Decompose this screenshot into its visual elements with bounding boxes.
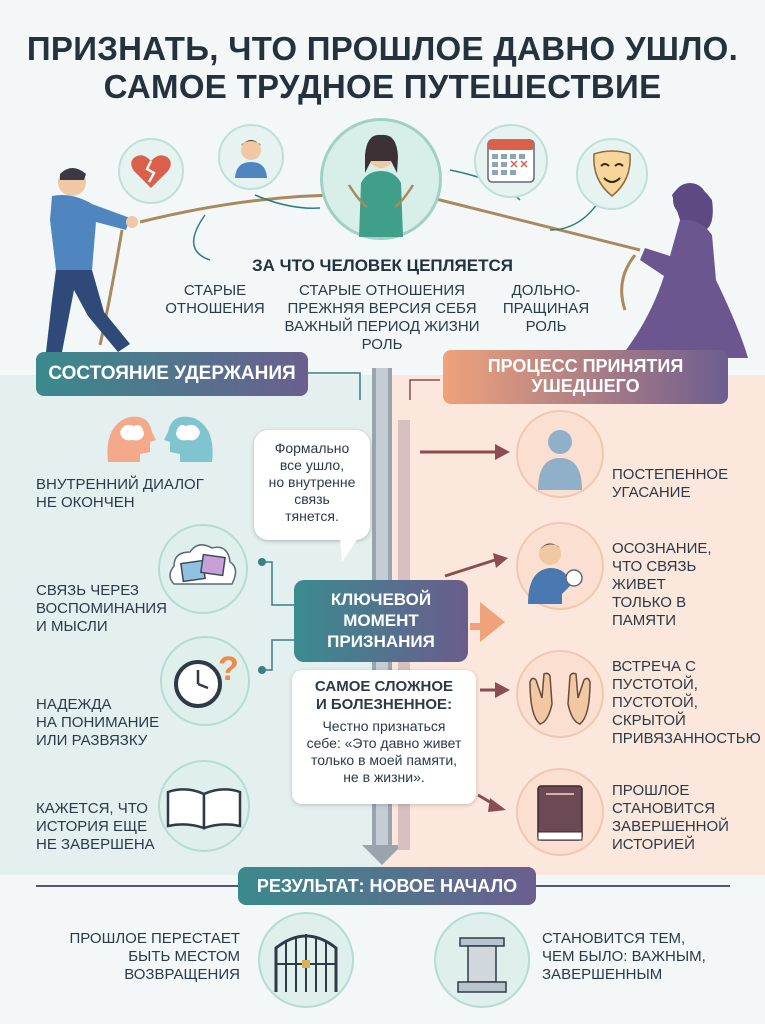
boy-icon (235, 140, 267, 178)
result-right-text: СТАНОВИТСЯ ТЕМ, ЧЕМ БЫЛО: ВАЖНЫМ, ЗАВЕРШ… (542, 930, 706, 983)
open-book-icon (166, 788, 242, 830)
fading-person-icon (538, 430, 582, 490)
svg-text:?: ? (218, 650, 239, 688)
formal-connection-bubble: Формально все ушло, но внутренне связь т… (254, 430, 370, 540)
acceptance-process-banner: ПРОЦЕСС ПРИНЯТИЯ УШЕДШЕГО (443, 350, 728, 404)
broken-heart-icon (131, 155, 171, 188)
open-hands-icon (529, 672, 591, 725)
calendar-icon (487, 139, 535, 183)
holding-item-role: ДОЛЬНО- ПРАЩИНАЯ РОЛЬ (502, 282, 590, 335)
key-moment-note: САМОЕ СЛОЖНОЕ И БОЛЕЗНЕННОЕ: Честно приз… (292, 670, 476, 804)
closed-gate-icon (274, 934, 338, 992)
calendar-circle (474, 124, 548, 198)
key-moment-box: КЛЮЧЕВОЙ МОМЕНТ ПРИЗНАНИЯ (294, 580, 468, 662)
right-item-realization: ОСОЗНАНИЕ, ЧТО СВЯЗЬ ЖИВЕТ ТОЛЬКО В ПАМЯ… (612, 540, 712, 629)
memories-circle (158, 524, 248, 614)
holding-state-banner: СОСТОЯНИЕ УДЕРЖАНИЯ (36, 352, 308, 396)
pedestal-icon (457, 937, 507, 993)
woman-silhouette-figure (620, 183, 748, 358)
clock-question-icon: ? (174, 650, 239, 708)
mask-circle (576, 138, 648, 210)
holding-item-old-self: СТАРЫЕ ОТНОШЕНИЯ ПРЕЖНЯЯ ВЕРСИЯ СЕБЯ ВАЖ… (284, 282, 480, 353)
left-item-memories: СВЯЗЬ ЧЕРЕЗ ВОСПОМИНАНИЯ И МЫСЛИ (36, 582, 168, 635)
clinging-title: ЗА ЧТО ЧЕЛОВЕК ЦЕПЛЯЕТСЯ (252, 256, 513, 275)
theatre-mask-icon (593, 150, 631, 197)
woman-holding-ropes-icon (347, 134, 415, 237)
left-item-internal-dialogue: ВНУТРЕННИЙ ДИАЛОГ НЕ ОКОНЧЕН (36, 476, 204, 511)
bubble-tail (340, 538, 358, 562)
central-woman-circle (320, 118, 442, 240)
result-banner: РЕЗУЛЬТАТ: НОВОЕ НАЧАЛО (238, 867, 536, 905)
result-left-text: ПРОШЛОЕ ПЕРЕСТАЕТ БЫТЬ МЕСТОМ ВОЗВРАЩЕНИ… (69, 930, 240, 983)
right-item-fading: ПОСТЕПЕННОЕ УГАСАНИЕ (612, 466, 729, 501)
story-circle (158, 760, 250, 852)
hope-circle: ? (160, 636, 250, 726)
holding-item-old-relationships: СТАРЫЕ ОТНОШЕНИЯ (165, 282, 265, 317)
right-item-completed-story: ПРОШЛОЕ СТАНОВИТСЯ ЗАВЕРШЕННОЙ ИСТОРИЕЙ (612, 782, 729, 853)
emptiness-circle (516, 650, 604, 738)
photo-cloud-icon (169, 544, 237, 585)
man-pulling-figure (46, 168, 138, 352)
gate-circle (258, 912, 354, 1008)
realization-circle (516, 522, 604, 610)
left-item-story: КАЖЕТСЯ, ЧТО ИСТОРИЯ ЕЩЕ НЕ ЗАВЕРШЕНА (36, 800, 155, 853)
person-holding-icon (528, 543, 583, 604)
left-item-hope: НАДЕЖДА НА ПОНИМАНИЕ ИЛИ РАЗВЯЗКУ (36, 696, 160, 749)
right-item-emptiness: ВСТРЕЧА С ПУСТОТОЙ, ПУСТОТОЙ, СКРЫТОЙ ПР… (612, 658, 761, 747)
young-self-circle (218, 124, 284, 190)
broken-heart-circle (118, 138, 184, 204)
fading-circle (516, 410, 604, 498)
pedestal-circle (434, 912, 530, 1008)
dialogue-heads-icon (107, 416, 213, 462)
page-title: ПРИЗНАТЬ, ЧТО ПРОШЛОЕ ДАВНО УШЛО. САМОЕ … (26, 30, 739, 105)
closed-book-circle (516, 768, 604, 856)
closed-book-icon (537, 785, 583, 841)
